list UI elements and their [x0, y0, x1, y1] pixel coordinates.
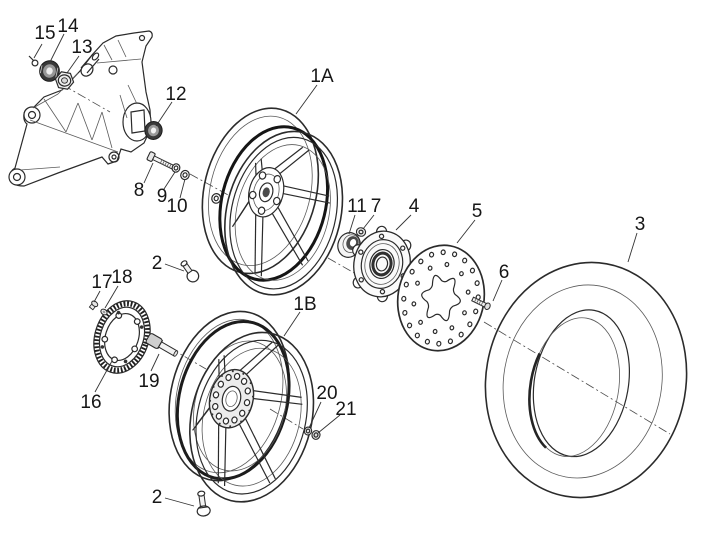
bearing-14	[39, 60, 60, 82]
tire-3	[484, 261, 688, 499]
callout-14: 14	[57, 16, 79, 37]
callout-7: 7	[371, 196, 382, 217]
callout-19: 19	[138, 371, 159, 392]
nut-12	[144, 121, 163, 140]
leader-lines	[33, 33, 638, 507]
callout-20: 20	[316, 383, 337, 404]
wheel-1a-spokes	[231, 146, 330, 277]
callout-18: 18	[111, 267, 132, 288]
callout-1a: 1A	[310, 66, 334, 87]
valve-2-bottom	[196, 490, 211, 517]
callout-6: 6	[499, 262, 510, 283]
disc-center-cutout	[421, 274, 461, 322]
callout-17: 17	[91, 272, 112, 293]
wheel-1a-hub	[248, 167, 285, 218]
nut-13	[54, 71, 75, 90]
nut-7	[355, 227, 367, 237]
tone-ring-16	[93, 300, 151, 374]
swingarm-bracket	[8, 30, 153, 187]
brake-disc-5	[396, 244, 486, 352]
washer-18	[100, 308, 108, 316]
screw-17	[88, 300, 99, 311]
valve-hole	[211, 193, 222, 204]
callout-16: 16	[80, 392, 101, 413]
disc-outer-holes	[401, 249, 481, 347]
callout-5: 5	[472, 201, 483, 222]
clip-15	[28, 55, 39, 67]
valve-2-top	[180, 260, 200, 283]
callout-12: 12	[165, 84, 186, 105]
bolt-6	[471, 296, 491, 310]
hub-4	[352, 225, 412, 303]
wheel-front-1a	[201, 107, 344, 296]
callout-9: 9	[157, 186, 168, 207]
callout-labels: 15 14 13 12 8 9 10 2 1A 11 7 4 5 6 3 17 …	[34, 16, 645, 508]
callout-1b: 1B	[293, 294, 316, 315]
callout-13: 13	[71, 37, 92, 58]
callout-3: 3	[635, 214, 646, 235]
callout-2-top: 2	[152, 253, 163, 274]
wheel-rear-1b	[168, 310, 315, 503]
bracket-ribs	[19, 39, 142, 171]
callout-8: 8	[134, 180, 145, 201]
wheel-1b-hub	[208, 368, 255, 429]
callout-2-bottom: 2	[152, 487, 163, 508]
callout-4: 4	[409, 196, 420, 217]
callout-21: 21	[335, 399, 356, 420]
callout-15: 15	[34, 23, 55, 44]
axle-stub	[80, 52, 100, 77]
callout-10: 10	[166, 196, 187, 217]
washer-10	[180, 169, 190, 181]
disc-inner-holes	[411, 261, 471, 335]
callout-11: 11	[347, 196, 367, 217]
pin-19	[145, 333, 179, 357]
wheel-1b-spokes	[192, 341, 303, 487]
